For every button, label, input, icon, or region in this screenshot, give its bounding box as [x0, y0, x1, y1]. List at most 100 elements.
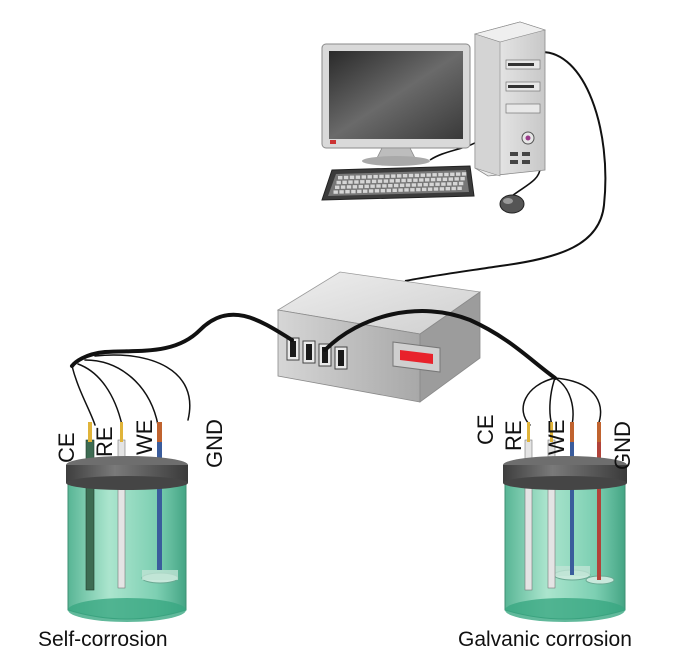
right-gnd-label: GND	[610, 421, 635, 470]
keyboard-key	[416, 187, 421, 192]
right-gnd-electrode	[597, 440, 601, 580]
keyboard-key	[398, 188, 403, 192]
keyboard-key	[402, 174, 408, 178]
keyboard-key	[366, 179, 371, 184]
keyboard-key	[413, 178, 418, 182]
keyboard-key	[354, 180, 359, 184]
left-gnd-label: GND	[202, 419, 227, 468]
keyboard-key	[338, 176, 343, 180]
keyboard-key	[339, 190, 344, 194]
keyboard-key	[460, 177, 465, 181]
keyboard-key	[358, 184, 363, 189]
keyboard-key	[346, 185, 352, 189]
keyboard-key	[404, 188, 409, 192]
keyboard-key	[376, 184, 381, 188]
keyboard-key	[333, 190, 338, 194]
right-electrochemical-cell: CE RE WE GND Galvanic corrosion	[458, 414, 635, 651]
keyboard-key	[383, 179, 389, 183]
left-wire-gnd	[94, 354, 191, 421]
keyboard-key	[377, 179, 383, 183]
keyboard-key	[425, 178, 430, 182]
keyboard-key	[408, 173, 414, 178]
keyboard-key	[427, 187, 433, 191]
keyboard-key	[336, 180, 341, 185]
keyboard-key	[444, 172, 449, 177]
keyboard-key	[379, 174, 384, 179]
keyboard-key	[423, 182, 428, 187]
keyboard-key	[352, 185, 358, 189]
keyboard-key	[426, 173, 431, 177]
right-ce-label: CE	[473, 414, 498, 445]
keyboard-key	[394, 183, 399, 188]
keyboard-key	[385, 174, 390, 178]
keyboard-key	[382, 184, 387, 188]
keyboard-key	[454, 177, 459, 181]
keyboard-key	[342, 180, 347, 184]
keyboard-key	[340, 185, 346, 189]
left-wire-we	[84, 359, 159, 426]
left-wire-re	[77, 363, 123, 426]
keyboard-key	[457, 186, 462, 190]
left-electrochemical-cell: CE RE WE GND Self-corrosion	[38, 419, 227, 651]
right-wire-ce	[522, 377, 556, 426]
keyboard-key	[373, 174, 378, 179]
computer-monitor-icon	[321, 43, 471, 166]
keyboard-key	[357, 189, 362, 194]
keyboard-key	[392, 188, 397, 192]
keyboard-key	[391, 174, 396, 178]
right-we-label: WE	[544, 420, 569, 455]
keyboard-key	[445, 187, 450, 191]
keyboard-key	[364, 184, 369, 189]
keyboard-key	[351, 189, 356, 194]
right-wire-re	[549, 377, 556, 426]
potentiostat-display	[392, 341, 441, 373]
computer	[321, 21, 607, 282]
keyboard-key	[432, 173, 437, 177]
right-cell-caption: Galvanic corrosion	[458, 628, 632, 651]
keyboard-key	[419, 178, 424, 182]
keyboard-key	[410, 188, 415, 192]
keyboard-key	[363, 189, 368, 193]
left-re-label: RE	[92, 426, 117, 457]
keyboard-key	[401, 178, 406, 183]
potentiostat-box-icon	[276, 271, 482, 403]
keyboard-key	[420, 173, 425, 177]
keyboard-key	[370, 184, 375, 188]
right-wire-we	[554, 377, 574, 426]
keyboard-key	[335, 185, 340, 189]
keyboard-key	[367, 175, 372, 179]
keyboard-key	[438, 172, 443, 177]
left-ce-label: CE	[54, 432, 79, 463]
keyboard-key	[411, 183, 417, 187]
keyboard-key	[389, 179, 394, 183]
keyboard-key	[345, 190, 350, 194]
keyboard-key	[407, 178, 412, 182]
mouse-icon	[499, 194, 525, 214]
keyboard-key	[386, 188, 391, 193]
keyboard-key	[417, 183, 422, 187]
tower-to-potentiostat-cable	[404, 50, 607, 282]
left-we-label: WE	[132, 420, 157, 455]
keyboard-key	[371, 179, 377, 184]
keyboard-key	[456, 172, 461, 176]
keyboard-key	[429, 182, 434, 187]
keyboard-key	[388, 184, 393, 188]
keyboard-key	[395, 179, 400, 183]
left-we-electrode	[157, 440, 162, 570]
keyboard-key	[458, 181, 464, 186]
keyboard-key	[442, 177, 448, 181]
left-cell-caption: Self-corrosion	[38, 628, 168, 651]
keyboard-key	[414, 173, 420, 178]
keyboard-key	[368, 189, 374, 193]
right-cell-main-cable	[323, 309, 557, 380]
keyboard-key	[448, 177, 453, 181]
keyboard-key	[439, 187, 445, 191]
keyboard-key	[360, 180, 365, 184]
keyboard-key	[435, 182, 440, 186]
left-cell-main-cable	[70, 312, 294, 368]
keyboard-key	[380, 189, 386, 193]
right-we-electrode	[570, 440, 574, 575]
left-wire-ce	[71, 365, 96, 426]
keyboard-key	[461, 172, 467, 176]
